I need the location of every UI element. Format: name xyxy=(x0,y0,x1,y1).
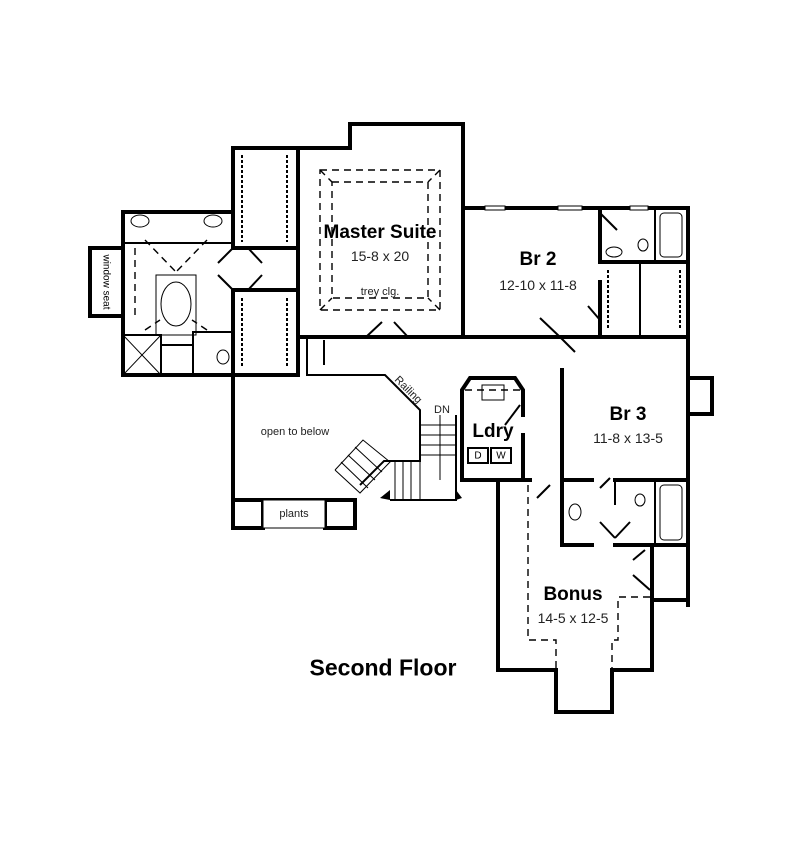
open-to-below-label: open to below xyxy=(260,426,330,438)
master-suite-dims: 15-8 x 20 xyxy=(350,248,410,264)
dryer-label: D xyxy=(474,450,482,462)
trey-ceiling-note: trey clg. xyxy=(360,286,400,298)
hall-walls xyxy=(296,335,688,376)
floor-title: Second Floor xyxy=(309,654,457,681)
bonus-walls xyxy=(496,478,654,714)
bonus-dims: 14-5 x 12-5 xyxy=(537,610,609,626)
bonus-label: Bonus xyxy=(543,584,603,605)
plants-label: plants xyxy=(279,508,309,520)
br2-label: Br 2 xyxy=(519,249,557,270)
closet-shelving xyxy=(241,155,288,368)
master-suite-label: Master Suite xyxy=(323,222,437,243)
laundry-label: Ldry xyxy=(472,421,514,442)
br3-dims: 11-8 x 13-5 xyxy=(593,430,663,446)
stair-down-label: DN xyxy=(434,404,450,416)
window-seat-label: window seat xyxy=(100,254,112,310)
br2-dims: 12-10 x 11-8 xyxy=(499,277,577,293)
stair-and-open-area xyxy=(231,373,462,530)
washer-label: W xyxy=(496,450,506,462)
br3-label: Br 3 xyxy=(609,404,647,425)
br2-walls xyxy=(461,205,690,353)
br3-walls xyxy=(536,335,714,607)
